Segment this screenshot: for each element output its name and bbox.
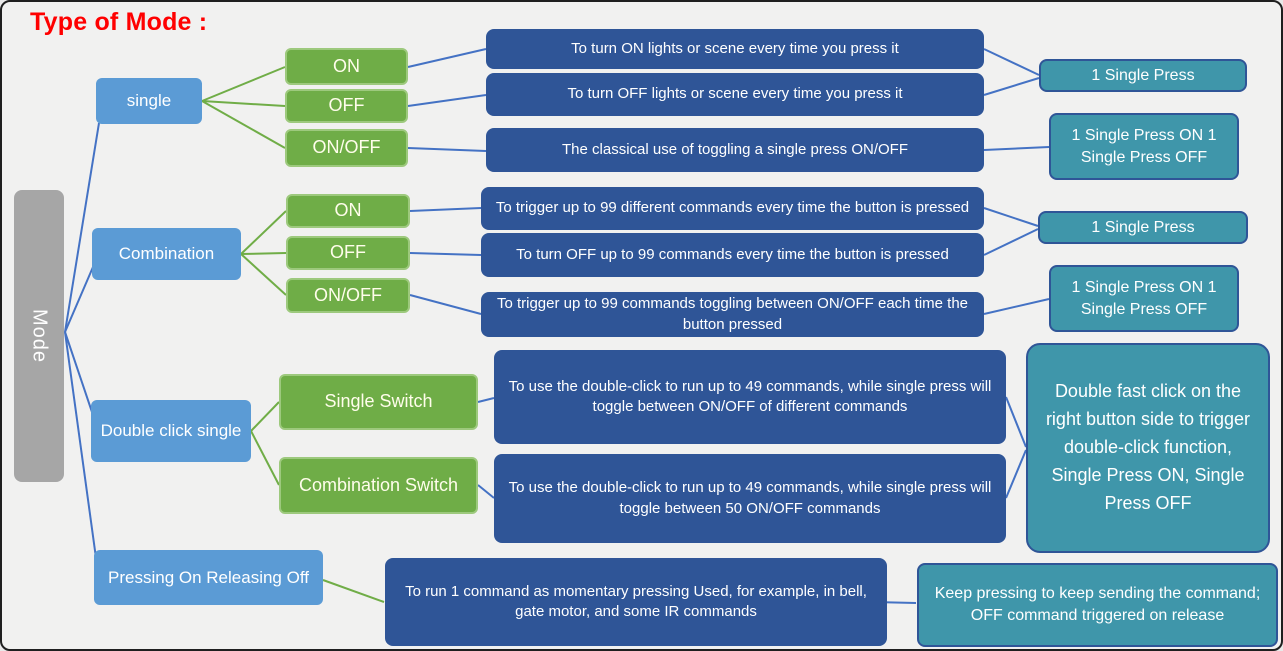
- option-node-combination-off: OFF: [286, 236, 410, 270]
- branch-node-single: single: [96, 78, 202, 124]
- option-node-combination-onoff: ON/OFF: [286, 278, 410, 313]
- desc-node-single-on: To turn ON lights or scene every time yo…: [486, 29, 984, 69]
- mode-root-label: Mode: [28, 308, 51, 364]
- desc-node-pressing: To run 1 command as momentary pressing U…: [385, 558, 887, 646]
- option-node-combination-on: ON: [286, 194, 410, 228]
- option-node-combination-switch: Combination Switch: [279, 457, 478, 514]
- branch-node-pressing-on-releasing-off: Pressing On Releasing Off: [94, 550, 323, 605]
- branch-node-double-click-single: Double click single: [91, 400, 251, 462]
- desc-node-combination-onoff: To trigger up to 99 commands toggling be…: [481, 292, 984, 337]
- result-node-combination-press-onoff: 1 Single Press ON 1 Single Press OFF: [1049, 265, 1239, 332]
- result-node-single-press: 1 Single Press: [1039, 59, 1247, 92]
- result-node-double-click: Double fast click on the right button si…: [1026, 343, 1270, 553]
- result-node-pressing: Keep pressing to keep sending the comman…: [917, 563, 1278, 647]
- desc-node-single-onoff: The classical use of toggling a single p…: [486, 128, 984, 172]
- mode-root-node: Mode: [14, 190, 64, 482]
- result-node-single-press-onoff: 1 Single Press ON 1 Single Press OFF: [1049, 113, 1239, 180]
- option-node-single-on: ON: [285, 48, 408, 85]
- desc-node-single-off: To turn OFF lights or scene every time y…: [486, 73, 984, 116]
- branch-node-combination: Combination: [92, 228, 241, 280]
- desc-node-combination-off: To turn OFF up to 99 commands every time…: [481, 233, 984, 277]
- desc-node-single-switch: To use the double-click to run up to 49 …: [494, 350, 1006, 444]
- page-title: Type of Mode :: [30, 8, 208, 36]
- option-node-single-switch: Single Switch: [279, 374, 478, 430]
- option-node-single-off: OFF: [285, 89, 408, 123]
- result-node-combination-press: 1 Single Press: [1038, 211, 1248, 244]
- desc-node-combination-switch: To use the double-click to run up to 49 …: [494, 454, 1006, 543]
- option-node-single-onoff: ON/OFF: [285, 129, 408, 167]
- desc-node-combination-on: To trigger up to 99 different commands e…: [481, 187, 984, 230]
